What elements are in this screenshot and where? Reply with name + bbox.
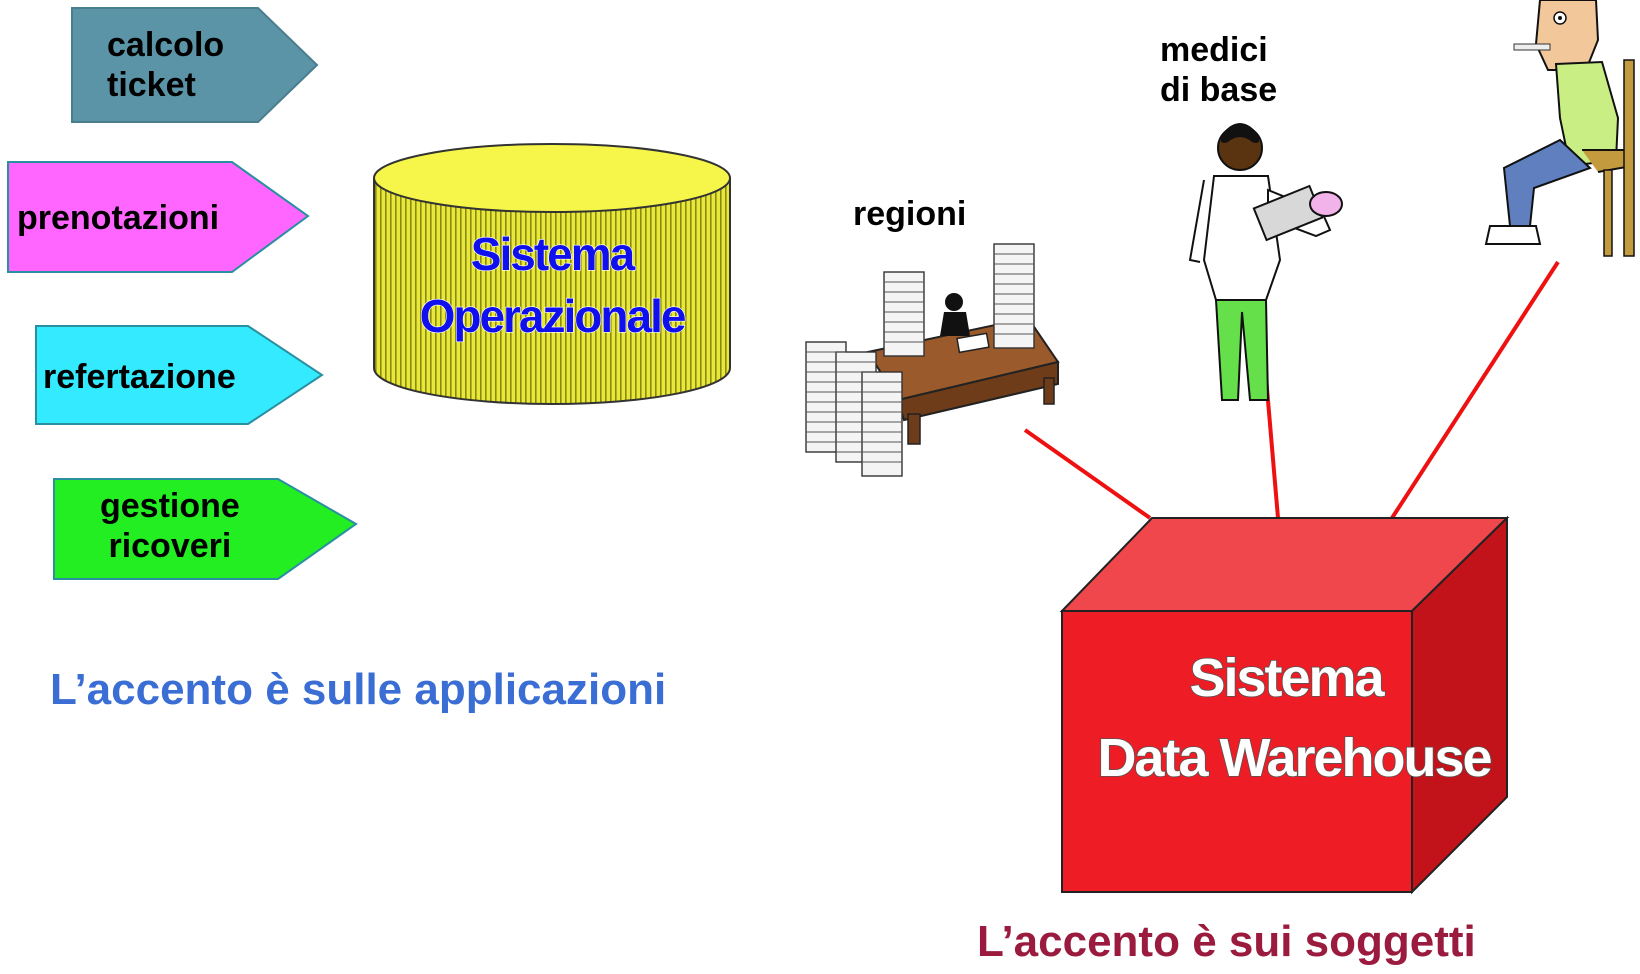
doctors-label-line1: medici — [1160, 31, 1268, 69]
regions-office-illustration — [805, 243, 1060, 477]
arrow-prenotazioni — [7, 161, 310, 273]
doctor-illustration — [1188, 123, 1343, 401]
arrow-calcolo-ticket — [71, 7, 319, 123]
operational-system-title-1: Sistema — [471, 228, 636, 280]
app-label-gestione-ricoveri: gestione ricoveri — [100, 486, 240, 566]
connector-regions — [1023, 428, 1152, 520]
operational-system-title-2: Operazionale — [420, 290, 686, 342]
warehouse-title-2: Data Warehouse — [1097, 728, 1491, 788]
connectors — [1023, 260, 1560, 520]
patient-illustration — [1484, 0, 1635, 257]
app-label-prenotazioni-text: prenotazioni — [17, 199, 220, 237]
app-label-calcolo-ticket: calcolo ticket — [107, 25, 224, 105]
arrow-refertazione — [35, 325, 324, 425]
arrow-gestione-ricoveri — [53, 478, 358, 580]
data-warehouse-cube: Sistema Data Warehouse — [1059, 515, 1510, 895]
doctors-label-line2: di base — [1160, 71, 1278, 109]
caption-subjects-focus: L’accento è sui soggetti — [977, 917, 1476, 966]
app-label-refertazione-text: refertazione — [43, 358, 236, 396]
operational-system-cylinder: Sistema Operazionale — [373, 143, 731, 405]
connector-patient — [1390, 260, 1560, 520]
app-label-gestione: gestione — [100, 487, 240, 525]
app-label-prenotazioni: prenotazioni — [17, 198, 219, 238]
doctors-label: medici di base — [1160, 30, 1277, 110]
regions-label: regioni — [853, 195, 967, 233]
app-label-calcolo: calcolo — [107, 26, 225, 64]
caption-applications-focus: L’accento è sulle applicazioni — [50, 665, 667, 714]
app-label-refertazione: refertazione — [43, 357, 236, 397]
warehouse-title-1: Sistema — [1189, 648, 1385, 708]
app-label-ricoveri: ricoveri — [108, 527, 232, 565]
app-label-ticket: ticket — [107, 66, 196, 104]
